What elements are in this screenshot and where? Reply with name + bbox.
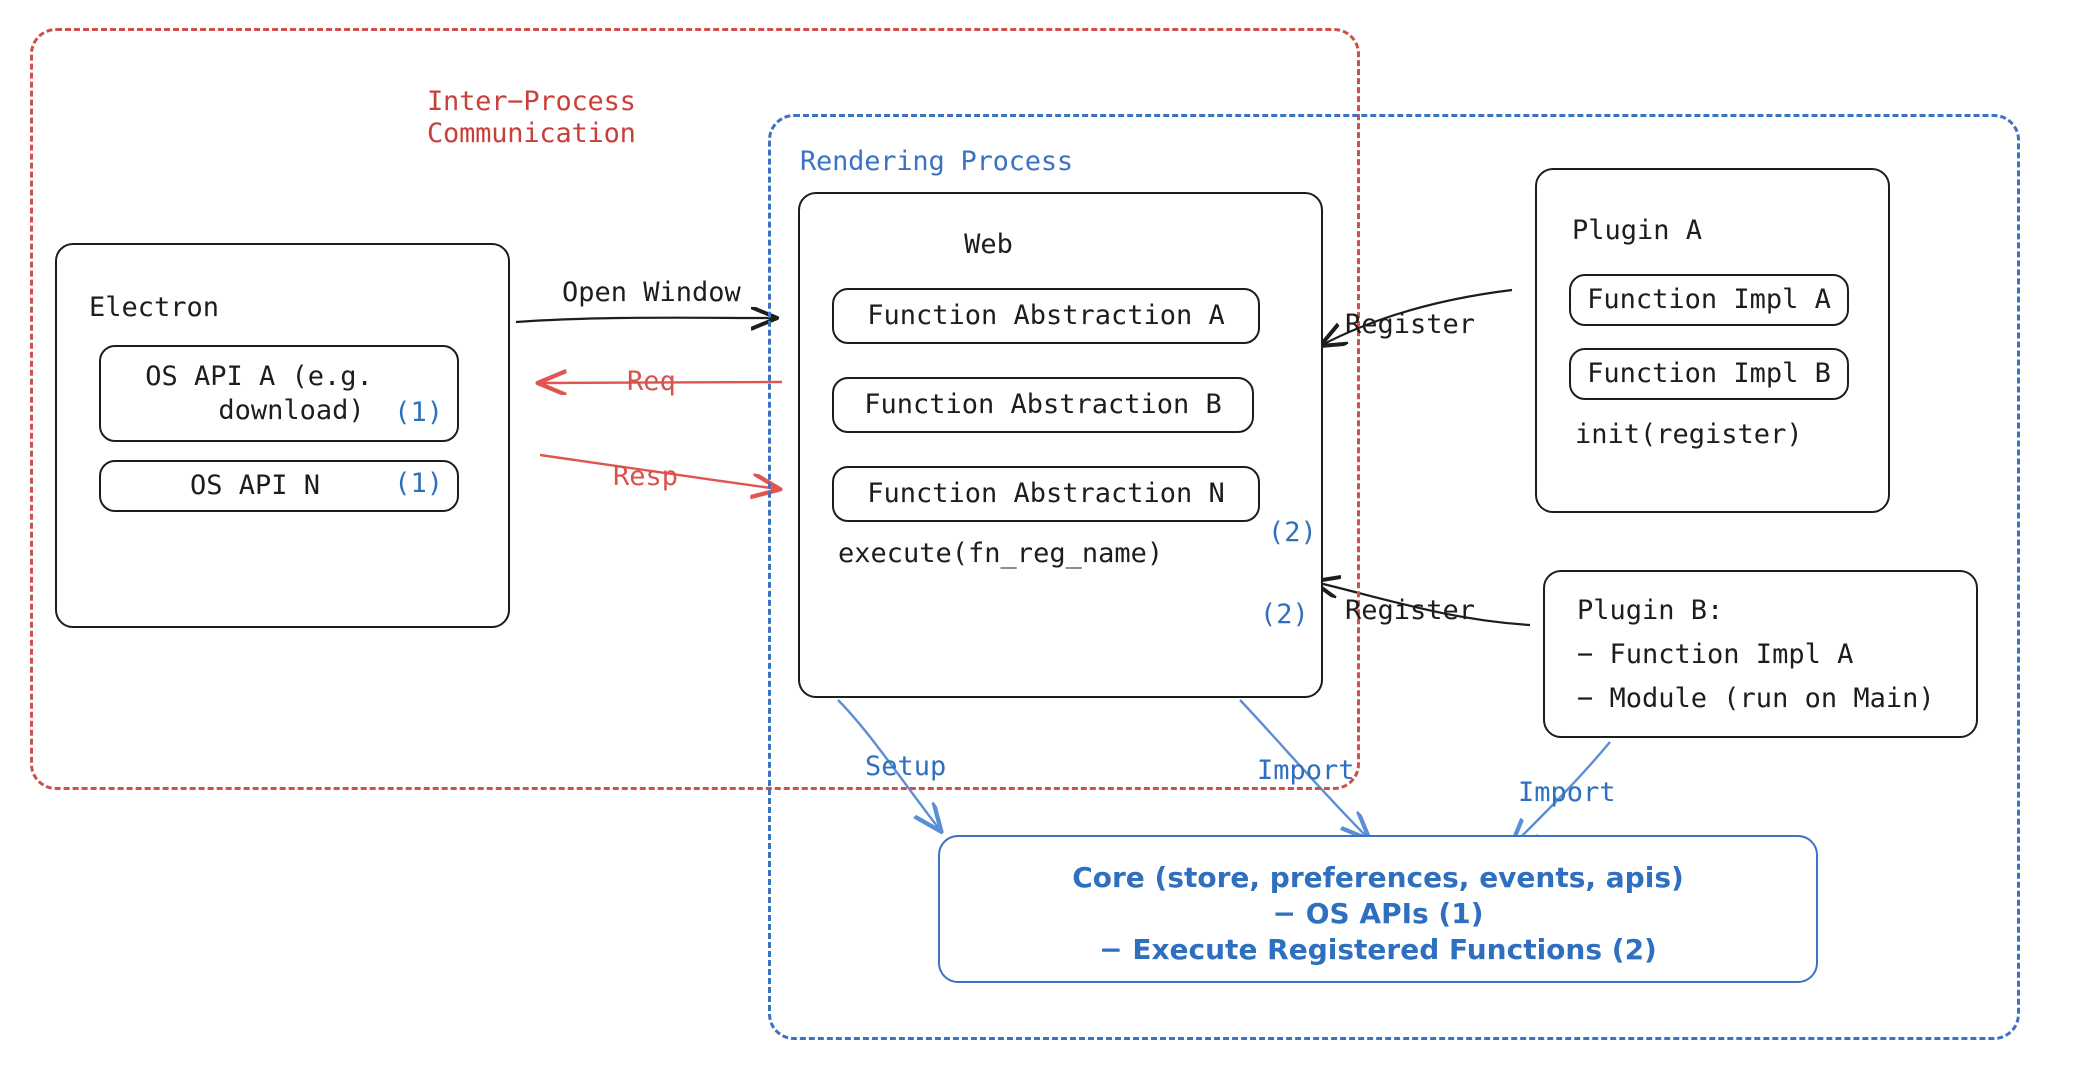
edge-label-import-web: Import [1257, 755, 1355, 786]
function-impl-a-box[interactable]: Function Impl A [1569, 274, 1849, 326]
electron-box[interactable]: Electron OS API A (e.g. download) (1) OS… [55, 243, 510, 628]
edge-label-register-plugin-b: Register [1345, 595, 1476, 626]
edge-label-open-window: Open Window [562, 277, 741, 308]
plugin-a-box[interactable]: Plugin A Function Impl A Function Impl B… [1535, 168, 1890, 513]
edge-label-resp: Resp [613, 461, 679, 492]
function-abstraction-a-box[interactable]: Function Abstraction A [832, 288, 1260, 344]
core-line-3: − Execute Registered Functions (2) [1099, 933, 1657, 966]
function-abstraction-a-marker: (2) [1268, 517, 1317, 548]
os-api-n-marker: (1) [394, 468, 443, 500]
plugin-b-title: Plugin B: [1577, 595, 1724, 626]
function-abstraction-b-box[interactable]: Function Abstraction B [832, 377, 1254, 433]
os-api-a-label: OS API A (e.g. download) [145, 360, 373, 426]
web-title: Web [964, 229, 1013, 260]
function-abstraction-a-label: Function Abstraction A [867, 300, 1225, 332]
function-abstraction-b-marker: (2) [1260, 599, 1309, 630]
edge-label-import-plugin-b: Import [1518, 777, 1616, 808]
web-box[interactable]: Web Function Abstraction A (2) Function … [798, 192, 1323, 698]
plugin-b-item-0: − Function Impl A [1577, 639, 1854, 670]
electron-title: Electron [89, 292, 220, 323]
plugin-b-item-1: − Module (run on Main) [1577, 683, 1935, 714]
function-abstraction-n-box[interactable]: Function Abstraction N [832, 466, 1260, 522]
plugin-b-box[interactable]: Plugin B: − Function Impl A − Module (ru… [1543, 570, 1978, 738]
function-abstraction-b-label: Function Abstraction B [864, 389, 1222, 421]
region-rendering-process [768, 114, 2020, 1040]
core-line-1: Core (store, preferences, events, apis) [1072, 861, 1684, 894]
core-box[interactable]: Core (store, preferences, events, apis) … [938, 835, 1818, 983]
edge-label-register-plugin-a: Register [1345, 309, 1476, 340]
region-inter-process-communication [30, 28, 1360, 790]
function-abstraction-n-label: Function Abstraction N [867, 478, 1225, 510]
function-impl-a-label: Function Impl A [1587, 284, 1831, 316]
web-execute-label: execute(fn_reg_name) [838, 538, 1164, 569]
edge-label-req: Req [627, 366, 676, 397]
function-impl-b-label: Function Impl B [1587, 358, 1831, 390]
plugin-a-init-label: init(register) [1575, 419, 1803, 450]
os-api-n-label: OS API N [189, 470, 321, 502]
core-line-2: − OS APIs (1) [1272, 897, 1484, 930]
region-rendering-process-label: Rendering Process [800, 146, 1073, 177]
plugin-a-title: Plugin A [1572, 215, 1703, 246]
edge-label-setup: Setup [865, 751, 947, 782]
function-impl-b-box[interactable]: Function Impl B [1569, 348, 1849, 400]
os-api-a-marker: (1) [394, 396, 443, 428]
os-api-n-box[interactable]: OS API N (1) [99, 460, 459, 512]
os-api-a-box[interactable]: OS API A (e.g. download) (1) [99, 345, 459, 442]
region-ipc-label: Inter−Process Communication [427, 86, 636, 149]
